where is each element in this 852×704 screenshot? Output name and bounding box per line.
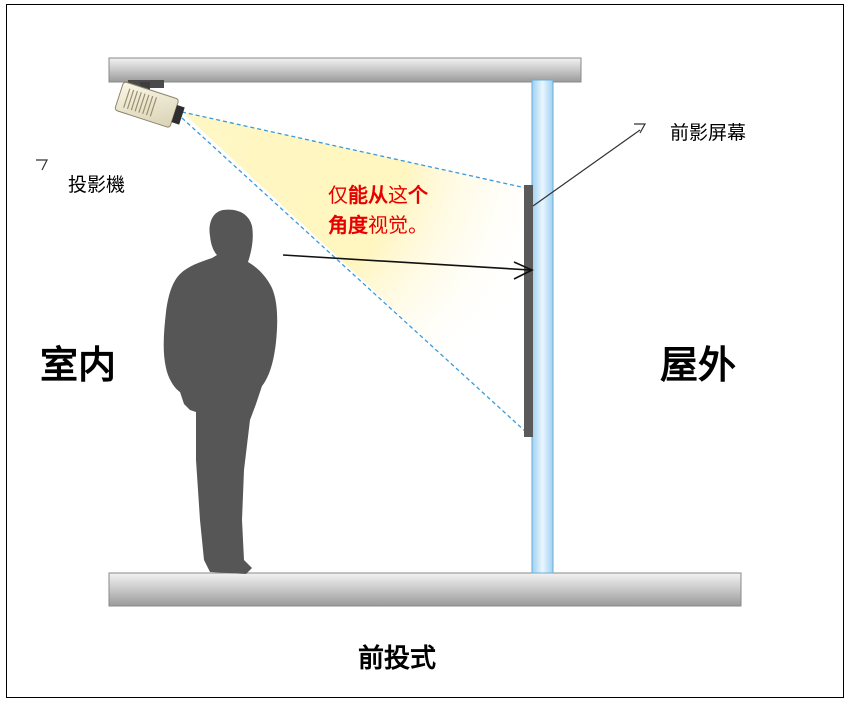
projector-icon	[114, 80, 185, 128]
projection-beam	[182, 112, 526, 432]
note-text-segment: 仅	[328, 183, 348, 207]
note-text-segment: 视觉。	[368, 213, 428, 237]
glass-wall	[531, 79, 554, 574]
note-line-2: 角度视觉。	[328, 210, 428, 240]
viewing-angle-note: 仅能从这个 角度视觉。	[328, 180, 428, 240]
note-text-segment: 个	[408, 183, 428, 207]
screen-label: 前影屏幕	[670, 122, 747, 144]
projector-label: 投影機	[68, 174, 126, 196]
viewing-arrow-head	[513, 261, 534, 280]
note-text-segment: 角度	[328, 213, 368, 237]
viewing-arrow	[282, 254, 531, 271]
note-text-segment: 这	[388, 183, 408, 207]
diagram-frame	[6, 4, 844, 698]
screen-leader-line	[532, 129, 641, 207]
projection-screen	[524, 185, 533, 437]
beam-edge-top	[181, 111, 527, 189]
diagram-caption: 前投式	[358, 644, 437, 674]
note-line-1: 仅能从这个	[328, 180, 428, 210]
projector-leader-tick	[36, 159, 48, 171]
outdoor-label: 屋外	[660, 343, 737, 387]
screen-leader-tick	[634, 123, 647, 134]
note-text-segment: 能从	[348, 183, 388, 207]
floor-slab	[108, 572, 742, 607]
ceiling-slab	[108, 57, 582, 83]
beam-edge-bottom	[181, 117, 527, 433]
indoor-label: 室内	[40, 343, 117, 387]
person-silhouette-icon	[163, 209, 278, 574]
